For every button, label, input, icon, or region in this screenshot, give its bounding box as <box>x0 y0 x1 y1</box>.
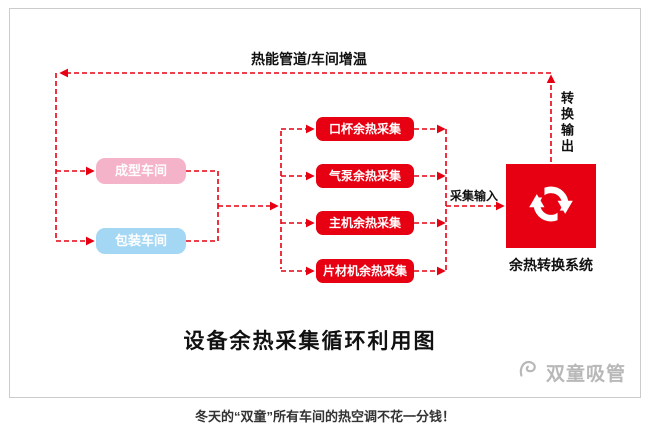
diagram-frame: 热能管道/车间增温 转换输出 采集输入 成型车间 包装车间 口杯余热采集 气泵余… <box>9 8 641 398</box>
flow-arrows <box>55 68 556 276</box>
brand-watermark-text: 双童吸管 <box>545 363 626 385</box>
brand-watermark: 双童吸管 <box>517 357 626 387</box>
pipeline-label: 热能管道/车间增温 <box>251 51 367 67</box>
caption: 冬天的“双童”所有车间的热空调不花一分钱！ <box>194 409 455 424</box>
output-label: 转换输出 <box>559 91 574 155</box>
recycle-icon <box>527 180 575 233</box>
collector-sheet-machine: 片材机余热采集 <box>316 259 414 283</box>
collector-air-pump: 气泵余热采集 <box>316 164 414 188</box>
heat-conversion-system-box <box>506 164 596 248</box>
input-label: 采集输入 <box>450 189 499 203</box>
workshop-molding: 成型车间 <box>96 158 186 184</box>
collector-main-machine: 主机余热采集 <box>316 211 414 235</box>
diagram-title: 设备余热采集循环利用图 <box>183 330 437 353</box>
collector-cup: 口杯余热采集 <box>316 117 414 141</box>
brand-logo-icon <box>517 357 541 387</box>
workshop-packaging: 包装车间 <box>96 228 186 254</box>
system-label: 余热转换系统 <box>509 257 593 273</box>
